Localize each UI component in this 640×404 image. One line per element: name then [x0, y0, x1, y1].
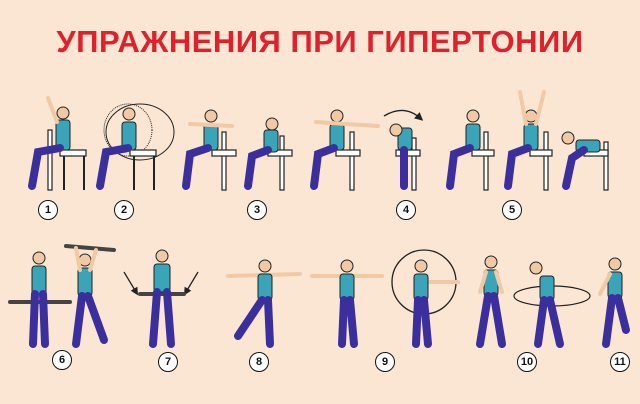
exercise-number-3: 3 — [247, 200, 267, 220]
exercise-6-figure — [8, 244, 116, 348]
exercise-3-figure — [182, 109, 293, 191]
exercise-7-figure — [123, 249, 199, 348]
exercise-2-figure — [96, 103, 175, 190]
exercise-number-4: 4 — [396, 200, 416, 220]
exercise-number-7: 7 — [158, 352, 178, 372]
page-title: УПРАЖНЕНИЯ ПРИ ГИПЕРТОНИИ — [56, 24, 584, 59]
exercise-4-figure — [310, 109, 424, 191]
exercise-number-8: 8 — [249, 352, 269, 372]
exercise-number-6: 6 — [52, 350, 72, 370]
exercise-11-figure — [598, 257, 630, 348]
exercise-10-figure — [476, 255, 591, 348]
exercise-9-figure — [310, 259, 384, 348]
exercise-number-5: 5 — [502, 200, 522, 220]
exercise-9-arm-circle-figure — [391, 249, 460, 348]
exercise-number-11: 11 — [610, 352, 630, 372]
exercise-number-9: 9 — [375, 352, 395, 372]
exercise-number-10: 10 — [517, 352, 537, 372]
exercise-8-figure — [226, 259, 302, 348]
exercise-1-figure — [28, 96, 87, 191]
exercise-5-figure — [446, 90, 609, 191]
exercise-number-1: 1 — [38, 200, 58, 220]
exercise-number-2: 2 — [114, 200, 134, 220]
